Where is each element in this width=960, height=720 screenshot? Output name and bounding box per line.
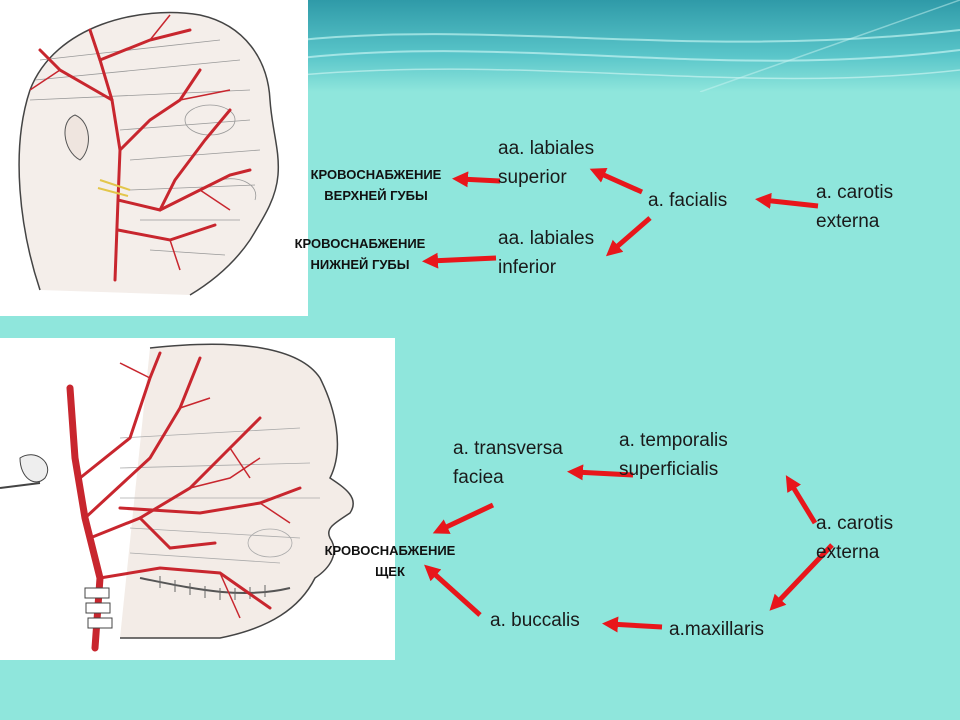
arrow-facialis-to-labiales-inferior — [605, 216, 652, 257]
caption-upper-lip: КРОВОСНАБЖЕНИЕ ВЕРХНЕЙ ГУБЫ — [310, 167, 442, 203]
label-maxillaris: a.maxillaris — [669, 619, 765, 640]
label-labiales-superior: aa. labiales superior — [498, 138, 595, 188]
label-facialis: a. facialis — [648, 190, 728, 211]
face-arteries-illustration — [0, 338, 395, 660]
caption-lower-lip: КРОВОСНАБЖЕНИЕ НИЖНЕЙ ГУБЫ — [294, 236, 426, 272]
head-arteries-illustration — [0, 0, 308, 316]
caption-cheeks: КРОВОСНАБЖЕНИЕ ЩЕК — [324, 543, 456, 579]
label-carotis-externa-upper: a. carotis externa — [816, 182, 894, 232]
arrow-transversa-to-cheeks — [432, 502, 495, 534]
label-transversa-faciea: a. transversa faciea — [453, 438, 563, 488]
label-labiales-inferior: aa. labiales inferior — [498, 228, 595, 278]
label-carotis-externa-lower: a. carotis externa — [816, 513, 894, 563]
arrow-carotis-to-temporalis — [785, 475, 818, 525]
arrow-carotis-to-facialis — [755, 192, 819, 209]
label-buccalis: a. buccalis — [490, 610, 580, 631]
label-temporalis-superficialis: a. temporalis superficialis — [619, 430, 728, 480]
wave-decoration — [299, 0, 960, 92]
arrow-maxillaris-to-buccalis — [602, 616, 663, 633]
arrow-facialis-to-labiales-superior — [589, 167, 644, 195]
